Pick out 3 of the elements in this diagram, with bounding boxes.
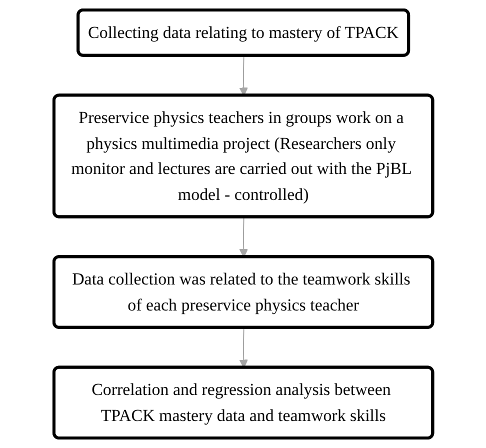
arrow bbox=[238, 327, 248, 368]
arrow bbox=[238, 55, 248, 96]
arrow bbox=[238, 216, 248, 258]
